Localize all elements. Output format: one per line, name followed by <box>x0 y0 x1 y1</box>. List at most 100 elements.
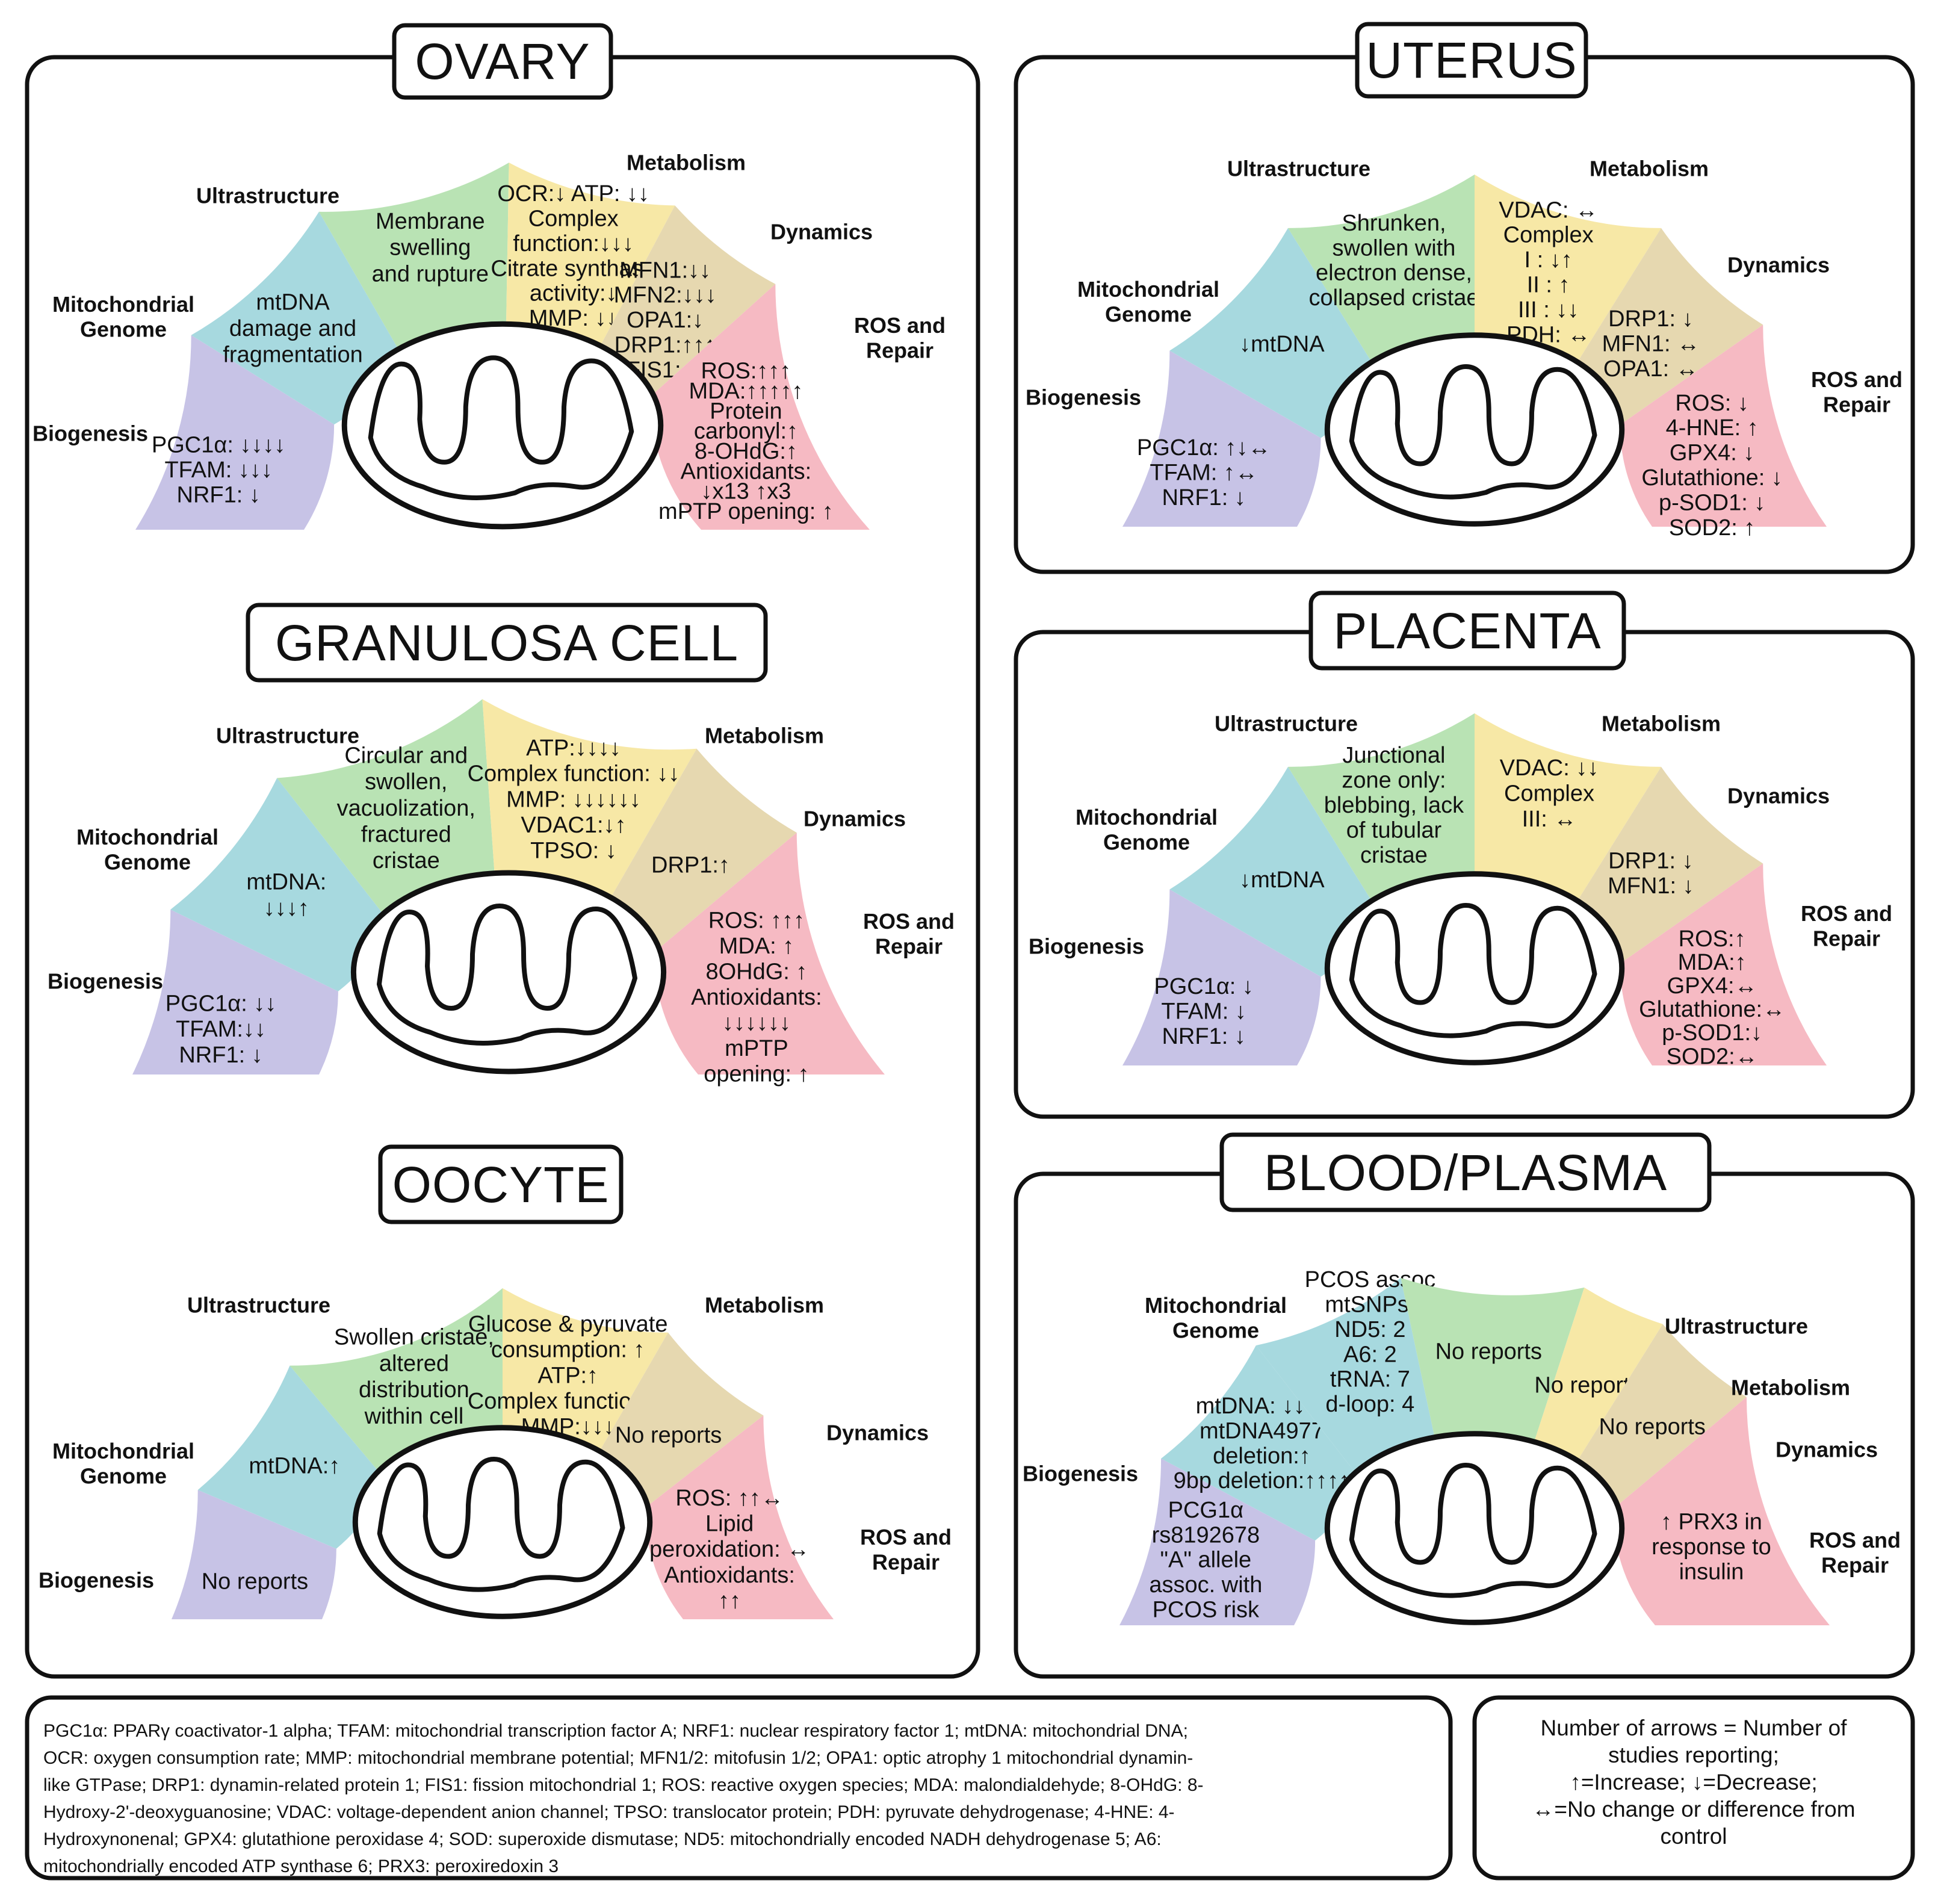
ovary-segment-5-line-2: Protein <box>710 398 782 424</box>
key-line-5: control <box>1660 1824 1727 1849</box>
uterus-segment-1 <box>1169 228 1381 438</box>
ovary-segment-5-line-7: mPTP opening: ↑ <box>658 499 834 524</box>
oocyte-mitochondrion-icon <box>352 1425 653 1619</box>
granulosa-segment-3-line-2: MMP: ↓↓↓↓↓↓ <box>506 787 641 812</box>
oocyte-label-2: Ultrastructure <box>187 1293 330 1318</box>
oocyte-cristae-icon <box>377 1457 625 1592</box>
ovary-segment-3-line-3: Citrate synthase <box>491 256 656 281</box>
oocyte-segment-2-line-1: altered <box>379 1351 449 1376</box>
ovary-segment-5-line-3: carbonyl:↑ <box>694 419 798 444</box>
uterus-label-3: Metabolism <box>1590 157 1709 181</box>
placenta-title-box <box>1308 591 1626 671</box>
placenta-segment-2-line-4: cristae <box>1360 843 1428 868</box>
uterus-fan: PGC1α: ↑↓↔TFAM: ↑↔NRF1: ↓↓mtDNAShrunken,… <box>1026 157 1902 541</box>
abbrev-line-4: Hydroxy-2'-deoxyguanosine; VDAC: voltage… <box>43 1802 1175 1822</box>
ovary-segment-5-line-6: ↓x13 ↑x3 <box>701 479 791 504</box>
blood-segment-2-line-5: d-loop: 4 <box>1325 1392 1414 1417</box>
blood-segment-2-line-2: ND5: 2 <box>1334 1317 1405 1342</box>
placenta-segment-2-line-2: blebbing, lack <box>1324 793 1464 818</box>
blood-segment-3 <box>1401 1277 1585 1458</box>
uterus-segment-4-line-1: MFN1: ↔ <box>1602 331 1700 356</box>
uterus-segment-3 <box>1475 175 1662 376</box>
uterus-segment-5-line-2: GPX4: ↓ <box>1670 441 1755 466</box>
uterus-segment-3-line-4: III : ↓↓ <box>1518 297 1579 323</box>
placenta-segment-3-line-0: VDAC: ↓↓ <box>1500 755 1599 781</box>
ovary-segment-1-line-0: mtDNA <box>256 290 330 315</box>
uterus-segment-0-line-1: TFAM: ↑↔ <box>1150 460 1257 485</box>
placenta-segment-5-line-4: p-SOD1:↓ <box>1662 1020 1762 1046</box>
uterus-segment-2-line-2: electron dense, <box>1316 261 1472 286</box>
ovary-segment-5-line-0: ROS:↑↑↑ <box>701 359 791 384</box>
oocyte-segment-5 <box>645 1415 834 1619</box>
placenta-segment-0-line-2: NRF1: ↓ <box>1162 1024 1245 1049</box>
granulosa-cristae-icon <box>377 904 637 1046</box>
uterus-segment-2-line-3: collapsed cristae <box>1308 285 1479 311</box>
ovary-segment-2-line-2: and rupture <box>372 261 489 287</box>
abbrev-line-5: Hydroxynonenal; GPX4: glutathione peroxi… <box>43 1829 1162 1849</box>
ovary-title-box <box>392 23 613 100</box>
granulosa-segment-0 <box>132 910 338 1074</box>
blood-segment-2-line-1: mtSNPs: <box>1325 1292 1415 1318</box>
abbrev-line-3: like GTPase; DRP1: dynamin-related prote… <box>43 1775 1204 1795</box>
granulosa-label-3: Metabolism <box>705 724 824 748</box>
blood-label-2: Ultrastructure <box>1665 1314 1808 1339</box>
placenta-segment-5-line-3: Glutathione:↔ <box>1639 997 1785 1022</box>
blood-segment-1-line-3: 9bp deletion:↑↑↑↑ <box>1174 1468 1351 1493</box>
abbrev-line-6: mitochondrially encoded ATP synthase 6; … <box>43 1856 559 1876</box>
placenta-label-3: Metabolism <box>1602 712 1721 736</box>
ovary-segment-3-line-4: activity:↓ <box>530 281 618 306</box>
blood-title: BLOOD/PLASMA <box>1264 1144 1667 1201</box>
placenta-segment-5 <box>1620 863 1827 1065</box>
oocyte-segment-3-line-2: ATP:↑ <box>537 1363 598 1388</box>
blood-segment-6-line-0: ↑ PRX3 in <box>1661 1510 1762 1535</box>
blood-segment-6 <box>1612 1397 1830 1625</box>
blood-segment-1-line-1: mtDNA4977 <box>1200 1418 1324 1444</box>
placenta-fan: PGC1α: ↓TFAM: ↓NRF1: ↓↓mtDNAJunctionalzo… <box>1029 712 1892 1070</box>
blood-segment-2 <box>1255 1277 1437 1483</box>
granulosa-mitochondrion-icon <box>350 870 667 1074</box>
ovary-segment-3-line-2: function:↓↓↓ <box>513 231 634 256</box>
blood-segment-0-line-1: rs8192678 <box>1152 1522 1260 1548</box>
granulosa-segment-0-line-0: PGC1α: ↓↓ <box>166 991 277 1017</box>
oocyte-segment-5-line-2: peroxidation: ↔ <box>649 1537 810 1562</box>
granulosa-segment-3 <box>482 699 697 911</box>
ovary-segment-3-line-0: OCR:↓ ATP: ↓↓ <box>497 181 649 206</box>
uterus-segment-4-line-0: DRP1: ↓ <box>1608 306 1693 332</box>
blood-segment-2-line-3: A6: 2 <box>1343 1342 1397 1367</box>
blood-segment-5-line-0: No reports <box>1599 1414 1706 1439</box>
uterus-mitochondrion-icon <box>1324 332 1625 527</box>
ovary-cristae-icon <box>368 355 634 500</box>
abbreviations: PGC1α: PPARγ coactivator-1 alpha; TFAM: … <box>43 1721 1204 1876</box>
oocyte-segment-1-line-0: mtDNA:↑ <box>249 1454 340 1479</box>
ovary-label-2: Ultrastructure <box>196 184 339 208</box>
uterus-label-4: Dynamics <box>1727 253 1830 278</box>
placenta-segment-5-line-1: MDA:↑ <box>1678 950 1747 975</box>
oocyte-segment-5-line-1: Lipid <box>705 1512 754 1537</box>
ovary-segment-5-line-4: 8-OHdG:↑ <box>695 439 797 464</box>
blood-segment-6-line-2: insulin <box>1679 1560 1744 1585</box>
blood-segment-1 <box>1161 1345 1364 1541</box>
oocyte-segment-3-line-0: Glucose & pyruvate <box>468 1312 668 1337</box>
blood-segment-0-line-2: "A" allele <box>1160 1548 1252 1573</box>
granulosa-segment-0-line-2: NRF1: ↓ <box>179 1043 262 1068</box>
oocyte-title-box <box>378 1144 624 1224</box>
oocyte-label-4: Dynamics <box>826 1421 929 1445</box>
granulosa-segment-5-line-3: Antioxidants: <box>691 985 822 1010</box>
granulosa-segment-5-line-6: opening: ↑ <box>704 1062 809 1087</box>
blood-segment-6-line-1: response to <box>1652 1534 1771 1560</box>
granulosa-segment-2 <box>277 699 496 925</box>
granulosa-segment-2-line-2: vacuolization, <box>337 796 475 821</box>
ovary-segment-2 <box>319 163 509 358</box>
blood-segment-0-line-4: PCOS risk <box>1153 1598 1260 1623</box>
uterus-segment-1-line-0: ↓mtDNA <box>1239 332 1325 357</box>
placenta-segment-1 <box>1169 766 1381 977</box>
arrow-key: Number of arrows = Number of studies rep… <box>1532 1716 1855 1849</box>
granulosa-segment-5-line-1: MDA: ↑ <box>719 934 794 959</box>
granulosa-segment-5-line-4: ↓↓↓↓↓↓ <box>722 1010 791 1035</box>
placenta-label-2: Ultrastructure <box>1215 712 1358 736</box>
oocyte-segment-2-line-3: within cell <box>364 1404 464 1429</box>
